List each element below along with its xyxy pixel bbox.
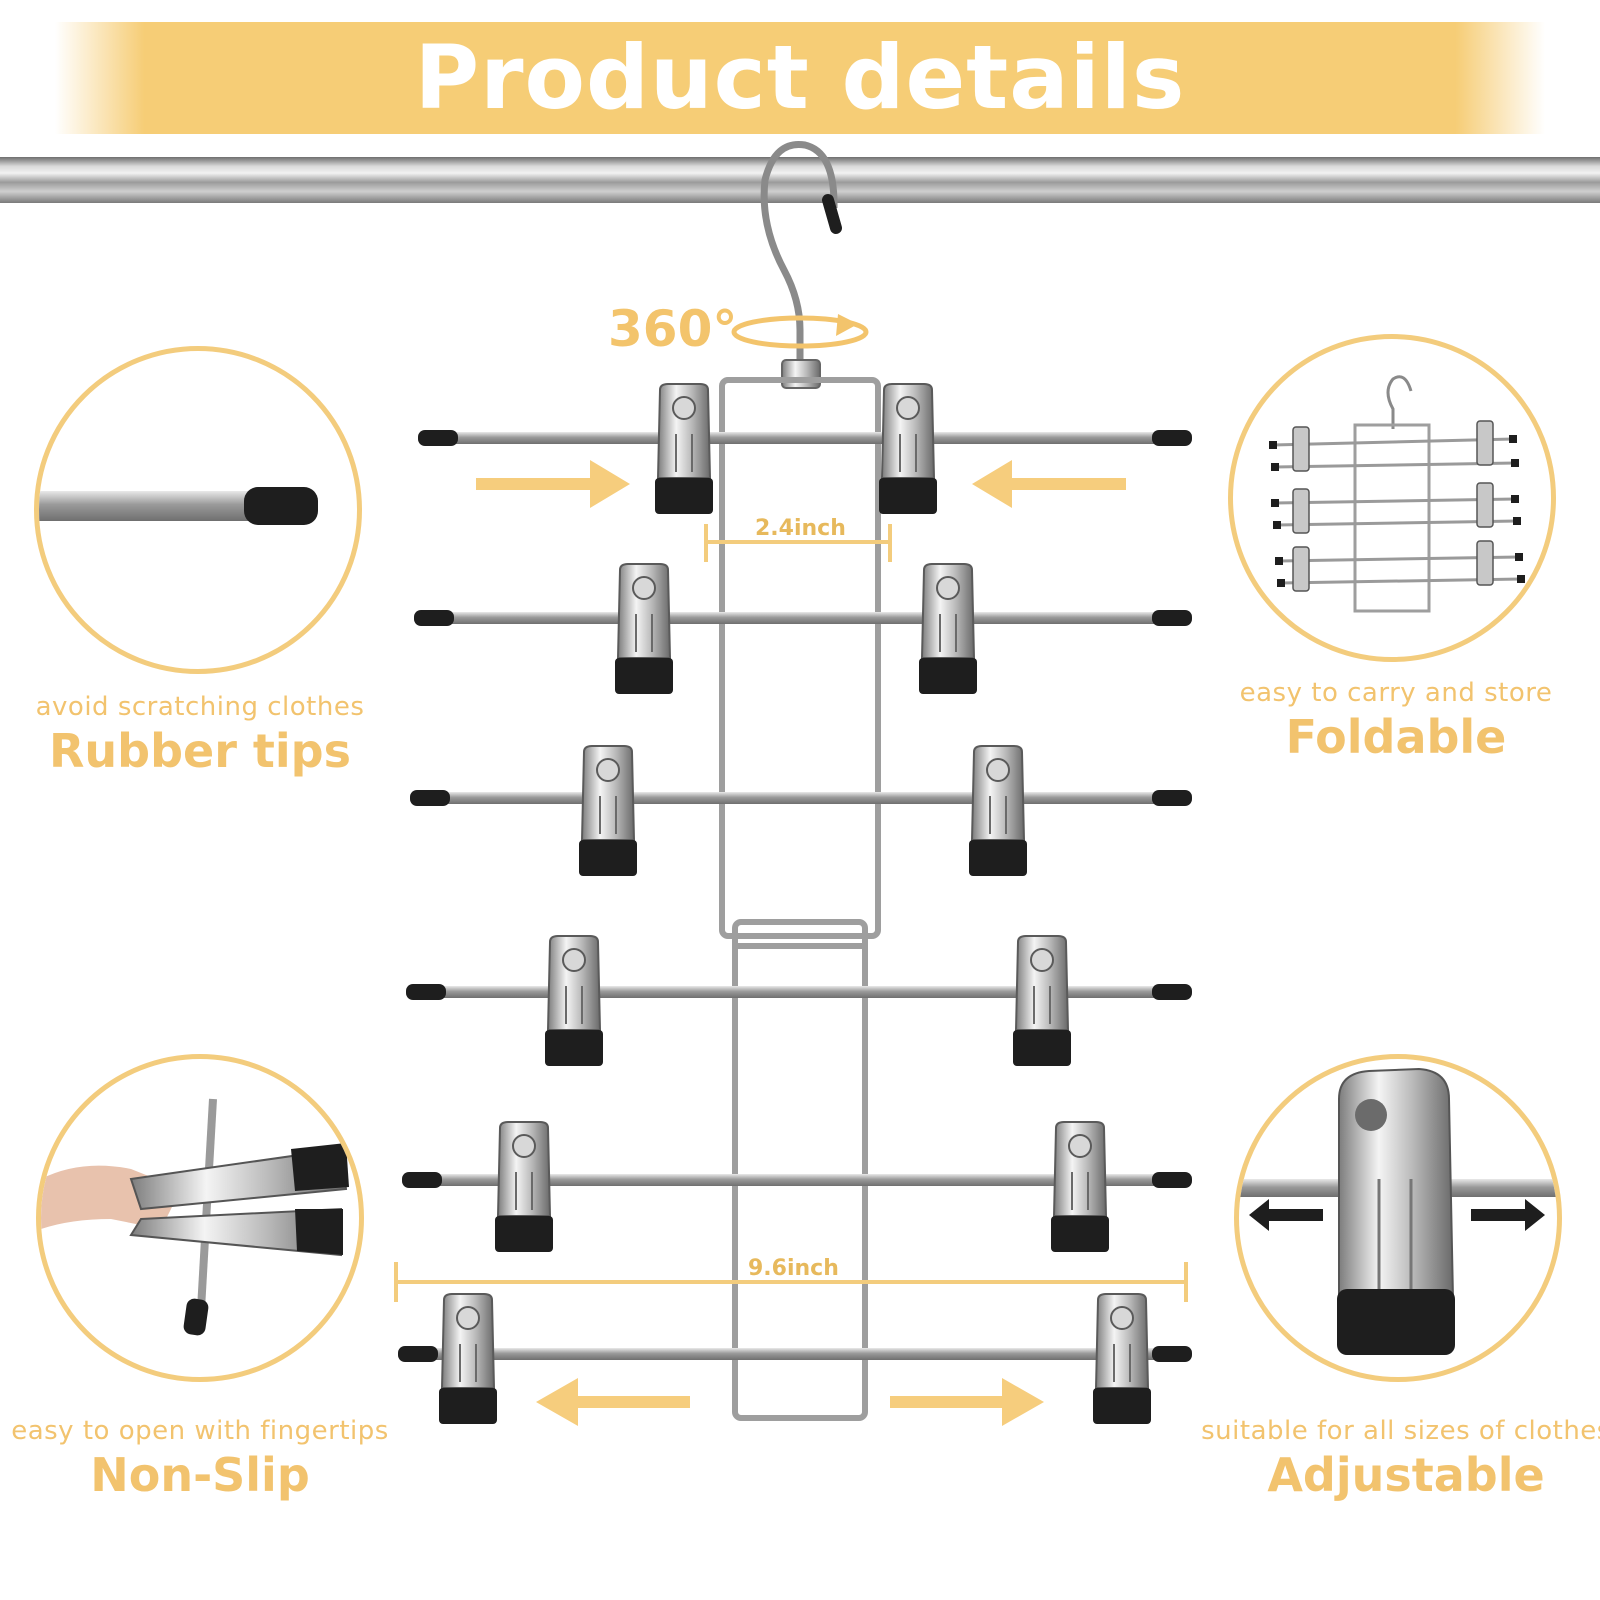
arrow-right-icon xyxy=(890,1378,1044,1426)
hanger-frame-top xyxy=(719,377,881,939)
banner-title: Product details xyxy=(414,26,1186,129)
feature-rubber-tips: avoid scratching clothes Rubber tips xyxy=(0,692,410,778)
feature-sub: easy to open with fingertips xyxy=(11,1416,389,1446)
bar-3 xyxy=(410,790,1192,806)
clip xyxy=(1050,1121,1110,1253)
clip xyxy=(1012,935,1072,1067)
clip xyxy=(918,563,978,695)
bar-4 xyxy=(406,984,1192,1000)
rotation-label: 360° xyxy=(608,300,738,358)
feature-sub: easy to carry and store xyxy=(1239,678,1553,708)
rotation-arrow xyxy=(731,315,869,349)
swivel-joint xyxy=(781,359,821,389)
arrow-right-icon xyxy=(1471,1199,1545,1231)
clip xyxy=(654,383,714,515)
arrow-right-icon xyxy=(476,460,630,508)
clip-slide-closeup xyxy=(1234,1054,1562,1382)
bar-5 xyxy=(402,1172,1192,1188)
dimension-inner xyxy=(704,524,892,562)
feature-foldable: easy to carry and store Foldable xyxy=(1186,678,1600,764)
clip xyxy=(878,383,938,515)
clothes-rail xyxy=(0,157,1600,203)
bar-1 xyxy=(418,430,1192,446)
arrow-left-icon xyxy=(1249,1199,1323,1231)
dimension-outer xyxy=(394,1262,1188,1302)
clip xyxy=(968,745,1028,877)
feature-title: Rubber tips xyxy=(49,724,351,778)
clip xyxy=(544,935,604,1067)
header-banner: Product details xyxy=(55,22,1545,134)
bar-6 xyxy=(398,1346,1192,1362)
rubber-tip-closeup xyxy=(34,346,362,674)
arrow-left-icon xyxy=(972,460,1126,508)
clip xyxy=(614,563,674,695)
clip xyxy=(1092,1293,1152,1425)
feature-title: Adjustable xyxy=(1267,1448,1545,1502)
feature-adjustable: suitable for all sizes of clothes Adjust… xyxy=(1196,1416,1600,1502)
arrow-left-icon xyxy=(536,1378,690,1426)
feature-title: Non-Slip xyxy=(90,1448,310,1502)
feature-non-slip: easy to open with fingertips Non-Slip xyxy=(0,1416,410,1502)
hanger-frame-bottom xyxy=(732,919,868,1421)
feature-sub: suitable for all sizes of clothes xyxy=(1201,1416,1600,1446)
inner-width-label: 2.4inch xyxy=(755,516,846,541)
feature-title: Foldable xyxy=(1285,710,1507,764)
bar-2 xyxy=(414,610,1192,626)
clip xyxy=(438,1293,498,1425)
outer-width-label: 9.6inch xyxy=(748,1256,839,1281)
clip xyxy=(578,745,638,877)
folded-hanger-closeup xyxy=(1228,334,1556,662)
clip xyxy=(494,1121,554,1253)
feature-sub: avoid scratching clothes xyxy=(35,692,365,722)
clip-open-closeup xyxy=(36,1054,364,1382)
